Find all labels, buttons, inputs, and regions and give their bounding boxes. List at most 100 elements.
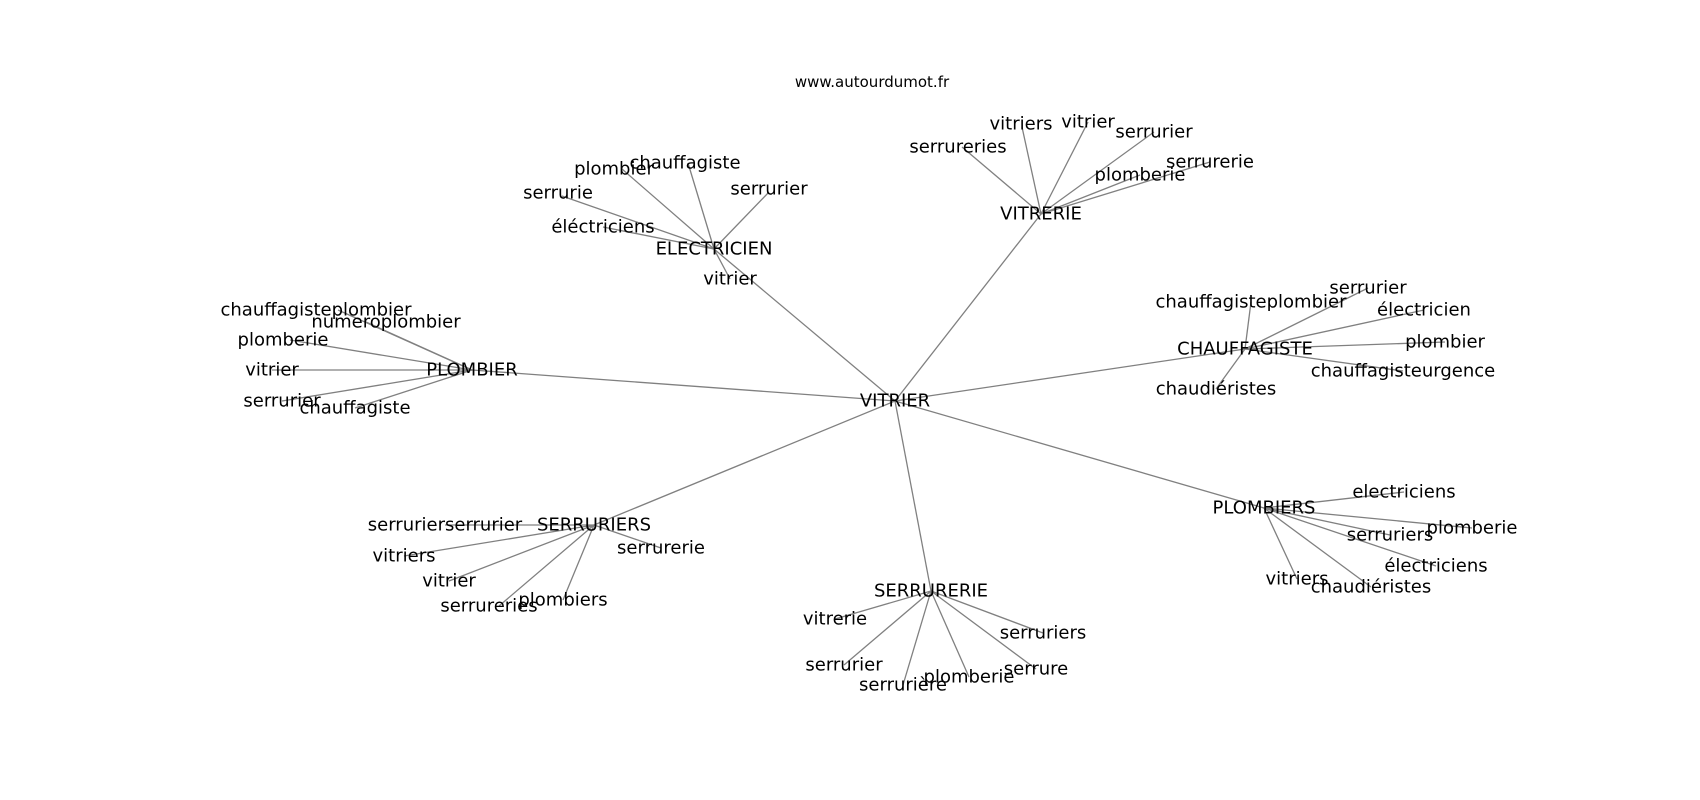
hub-node: SERRURERIE bbox=[874, 581, 988, 602]
edge-hub-leaf bbox=[403, 524, 595, 557]
leaf-node: vitriers bbox=[990, 114, 1053, 135]
leaf-node: chauffagiste bbox=[299, 398, 410, 419]
leaf-node: serruriers bbox=[1347, 525, 1434, 546]
leaf-node: vitriers bbox=[1266, 569, 1329, 590]
leaf-node: éléctriciens bbox=[551, 217, 654, 238]
leaf-node: vitrier bbox=[245, 360, 299, 381]
center-node: VITRIER bbox=[860, 391, 930, 412]
edge-hub-leaf bbox=[930, 590, 970, 678]
leaf-node: vitrerie bbox=[803, 609, 867, 630]
leaf-node: plombiers bbox=[518, 590, 607, 611]
leaf-node: électriciens bbox=[1384, 556, 1487, 577]
edge-hub-leaf bbox=[961, 146, 1042, 215]
leaf-node: plomberie bbox=[924, 667, 1015, 688]
edge-center-hub bbox=[894, 400, 932, 592]
edge-hub-leaf bbox=[602, 226, 715, 250]
edge-center-hub bbox=[471, 369, 896, 402]
leaf-node: chaudiéristes bbox=[1156, 379, 1277, 400]
edge-hub-leaf bbox=[448, 524, 595, 582]
leaf-node: electriciens bbox=[1352, 482, 1455, 503]
leaf-node: chauffagisteplombier bbox=[1156, 292, 1348, 313]
edge-hub-leaf bbox=[834, 590, 932, 620]
leaf-node: serrurerie bbox=[1166, 152, 1254, 173]
hub-node: CHAUFFAGISTE bbox=[1177, 339, 1313, 360]
leaf-node: serrureries bbox=[909, 137, 1006, 158]
edge-hub-leaf bbox=[1040, 131, 1155, 215]
leaf-node: chauffagisteurgence bbox=[1311, 361, 1495, 382]
edge-hub-leaf bbox=[1244, 287, 1369, 350]
hub-node: PLOMBIER bbox=[426, 360, 517, 381]
hub-node: VITRERIE bbox=[1000, 204, 1082, 225]
hub-node: SERRURIERS bbox=[537, 515, 651, 536]
edge-hub-leaf bbox=[593, 524, 662, 549]
leaf-node: plomberie bbox=[1095, 165, 1186, 186]
leaf-node: serrurier bbox=[243, 391, 321, 412]
leaf-node: serrure bbox=[1004, 659, 1068, 680]
edge-hub-leaf bbox=[562, 524, 595, 601]
edge-hub-leaf bbox=[1021, 126, 1042, 215]
edge-center-hub bbox=[894, 213, 1042, 402]
edge-hub-leaf bbox=[1263, 507, 1298, 580]
leaf-node: numeroplombier bbox=[311, 312, 461, 333]
leaf-node: serrurie bbox=[523, 183, 593, 204]
leaf-node: vitriers bbox=[373, 546, 436, 567]
edge-hub-leaf bbox=[621, 168, 715, 250]
edge-hub-leaf bbox=[1263, 507, 1372, 588]
leaf-node: serrurierserrurier bbox=[368, 515, 523, 536]
leaf-node: serrurier bbox=[730, 179, 808, 200]
hub-node: ELECTRICIEN bbox=[656, 239, 773, 260]
leaf-node: électricien bbox=[1377, 300, 1471, 321]
edge-hub-leaf bbox=[561, 195, 715, 250]
edge-hub-leaf bbox=[1244, 341, 1446, 350]
edge-hub-leaf bbox=[1263, 507, 1391, 536]
leaf-node: serrureries bbox=[440, 596, 537, 617]
leaf-node: chauffagiste bbox=[629, 153, 740, 174]
edge-center-hub bbox=[894, 400, 1265, 509]
edge-hub-leaf bbox=[713, 248, 731, 280]
edge-hub-leaf bbox=[1215, 348, 1246, 390]
leaf-node: plomberie bbox=[1427, 518, 1518, 539]
leaf-node: vitrier bbox=[1061, 112, 1115, 133]
leaf-node: vitrier bbox=[703, 269, 757, 290]
edge-hub-leaf bbox=[1263, 507, 1437, 567]
leaf-node: serruriers bbox=[1000, 623, 1087, 644]
leaf-node: serrurier bbox=[1115, 122, 1193, 143]
edge-hub-leaf bbox=[1244, 309, 1425, 350]
edge-hub-leaf bbox=[1040, 174, 1141, 215]
leaf-node: chauffagisteplombier bbox=[221, 300, 413, 321]
leaf-node: plombier bbox=[1405, 332, 1485, 353]
leaf-node: serrurier bbox=[805, 655, 883, 676]
edge-center-hub bbox=[894, 348, 1246, 402]
leaf-node: chaudiéristes bbox=[1311, 577, 1432, 598]
edge-hub-leaf bbox=[289, 339, 473, 371]
edge-hub-leaf bbox=[281, 369, 473, 402]
edge-hub-leaf bbox=[713, 191, 770, 250]
leaf-node: vitrier bbox=[422, 571, 476, 592]
edge-hub-leaf bbox=[687, 162, 715, 250]
edge-hub-leaf bbox=[1040, 161, 1211, 215]
edge-center-hub bbox=[593, 400, 896, 526]
edge-hub-leaf bbox=[498, 524, 595, 607]
edge-hub-leaf bbox=[1263, 507, 1473, 529]
edge-hub-leaf bbox=[354, 369, 473, 409]
edge-hub-leaf bbox=[902, 590, 932, 686]
edge-center-hub bbox=[713, 248, 896, 402]
hub-node: PLOMBIERS bbox=[1213, 498, 1316, 519]
edge-hub-leaf bbox=[1263, 491, 1405, 509]
site-url: www.autourdumot.fr bbox=[795, 73, 950, 91]
leaf-node: serrurerie bbox=[617, 538, 705, 559]
edge-hub-leaf bbox=[1244, 348, 1404, 372]
edge-hub-leaf bbox=[930, 590, 1044, 634]
leaf-node: serrurière bbox=[859, 675, 947, 696]
graph-edges bbox=[272, 121, 1473, 686]
edge-hub-leaf bbox=[365, 321, 473, 371]
edge-hub-leaf bbox=[843, 590, 932, 666]
edge-hub-leaf bbox=[930, 590, 1037, 670]
leaf-node: plomberie bbox=[238, 330, 329, 351]
leaf-node: plombier bbox=[574, 159, 654, 180]
edge-hub-leaf bbox=[1244, 301, 1252, 350]
edge-hub-leaf bbox=[1040, 121, 1089, 215]
leaf-node: serrurier bbox=[1329, 278, 1407, 299]
